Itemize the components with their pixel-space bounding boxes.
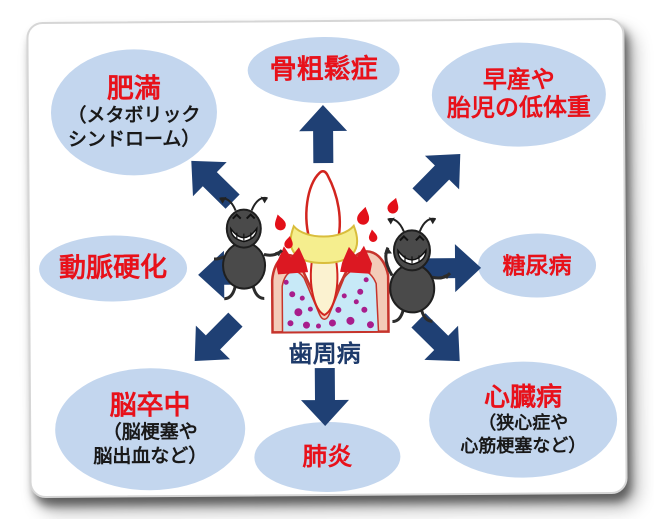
tooth-illustration: [213, 170, 452, 334]
germ-character-left: [213, 196, 284, 301]
node-premature-birth-title-2: 胎児の低体重: [446, 94, 592, 123]
bone-marks: [283, 277, 374, 329]
node-obesity-note-2: シンドローム）: [67, 128, 201, 151]
arrow-to-osteoporosis: [298, 104, 348, 164]
node-arteriosclerosis: 動脈硬化: [38, 234, 188, 303]
node-pneumonia-title: 肺炎: [302, 442, 353, 471]
node-premature-birth-title-1: 早産や: [482, 66, 555, 95]
node-osteoporosis: 骨粗鬆症: [247, 36, 400, 104]
node-heart-disease-note-1: （狭心症や: [478, 412, 569, 434]
node-premature-birth: 早産や 胎児の低体重: [431, 42, 607, 148]
diagram-card: 肥満 （メタボリック シンドローム） 骨粗鬆症 早産や 胎児の低体重 動脈硬化 …: [26, 17, 628, 499]
node-stroke: 脳卒中 （脳梗塞や 脳出血など）: [54, 367, 246, 491]
node-obesity-title: 肥満: [106, 72, 161, 104]
node-osteoporosis-title: 骨粗鬆症: [269, 54, 378, 85]
node-pneumonia: 肺炎: [254, 421, 401, 493]
germ-character-right: [383, 217, 452, 324]
node-diabetes-title: 糖尿病: [502, 252, 572, 279]
node-obesity: 肥満 （メタボリック シンドローム）: [50, 48, 218, 176]
inflamed-gum-right: [340, 245, 373, 274]
arrow-to-pneumonia: [300, 367, 350, 427]
tooth-root: [309, 258, 339, 317]
node-arteriosclerosis-title: 動脈硬化: [58, 252, 168, 284]
center-label: 歯周病: [288, 340, 361, 369]
inflamed-gum-left: [276, 246, 309, 275]
node-heart-disease: 心臓病 （狭心症や 心筋梗塞など）: [428, 360, 618, 479]
node-obesity-note-1: （メタボリック: [67, 104, 201, 127]
node-diabetes: 糖尿病: [477, 233, 597, 298]
node-stroke-title: 脳卒中: [109, 389, 191, 421]
node-heart-disease-title: 心臓病: [483, 380, 563, 412]
node-stroke-note-2: 脳出血など）: [93, 445, 208, 468]
node-stroke-note-1: （脳梗塞や: [102, 421, 198, 444]
node-heart-disease-note-2: 心筋梗塞など）: [460, 435, 587, 457]
